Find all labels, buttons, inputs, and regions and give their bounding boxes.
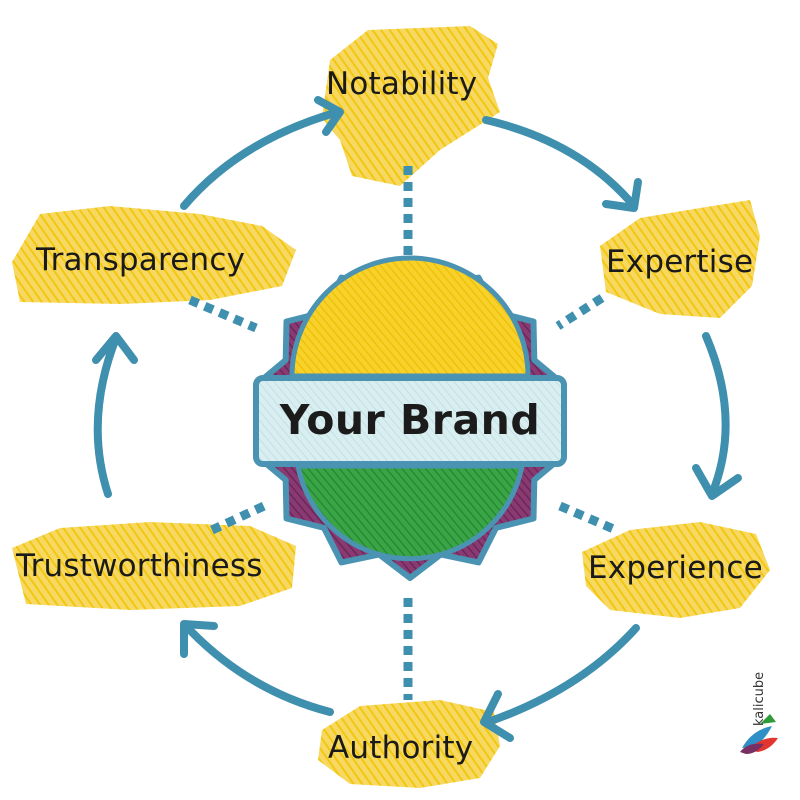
- arrow-head-experience: [692, 464, 742, 500]
- node-label-trustworthiness: Trustworthiness: [16, 548, 263, 584]
- highlight-transparency: [12, 206, 296, 304]
- arrow-head-authority: [480, 690, 514, 742]
- arrow-authority-to-trustworthiness: [182, 622, 334, 716]
- arrow-experience-to-authority: [484, 624, 640, 726]
- center-brand-label: Your Brand: [279, 396, 541, 444]
- brand-badge: [253, 255, 567, 581]
- arrow-trustworthiness-to-transparency: [93, 334, 120, 498]
- arrow-expertise-to-experience: [702, 332, 730, 498]
- arrow-head-notability: [314, 96, 344, 136]
- highlight-trustworthiness: [12, 522, 296, 610]
- connector-transparency: [188, 295, 258, 333]
- arrow-head-expertise: [602, 178, 642, 212]
- badge-top-half: [289, 255, 531, 379]
- highlight-notability: [322, 26, 500, 186]
- node-label-transparency: Transparency: [36, 242, 246, 278]
- arrow-head-transparency: [92, 332, 138, 364]
- connector-expertise: [555, 294, 605, 330]
- label-highlights: [12, 26, 770, 788]
- node-label-experience: Experience: [588, 550, 763, 586]
- node-label-authority: Authority: [328, 730, 474, 766]
- brand-banner: [253, 375, 567, 467]
- highlight-experience: [582, 522, 770, 618]
- kalicube-logo-text: kalicube: [752, 671, 767, 726]
- badge-bottom-half: [294, 463, 526, 562]
- kalicube-logo-mark: [740, 714, 778, 754]
- node-label-notability: Notability: [326, 66, 478, 102]
- highlight-authority: [318, 700, 500, 788]
- node-label-expertise: Expertise: [606, 244, 754, 280]
- arrow-transparency-to-notability: [180, 108, 342, 210]
- dashed-connectors: [188, 166, 618, 700]
- highlight-expertise: [600, 200, 760, 318]
- arrow-notability-to-expertise: [482, 116, 638, 210]
- cycle-arrows: [92, 96, 742, 742]
- arrow-head-trustworthiness: [180, 620, 218, 658]
- connector-experience: [558, 501, 618, 535]
